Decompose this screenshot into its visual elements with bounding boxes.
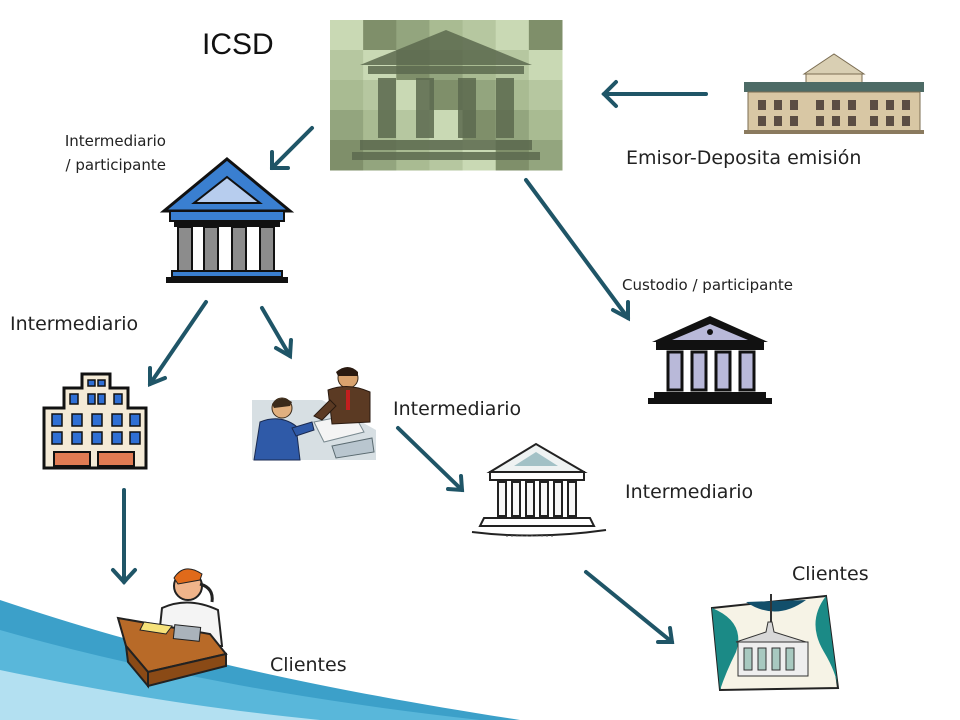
icsd-mosaic-bank-icon xyxy=(330,20,563,171)
intermediario-mid-label: Intermediario xyxy=(393,398,522,420)
mosaic-tile xyxy=(528,50,563,81)
emisor-label: Emisor-Deposita emisión xyxy=(626,147,862,169)
intermediario-right-label: Intermediario xyxy=(625,481,754,503)
mosaic-tile xyxy=(363,20,397,51)
mosaic-tile xyxy=(429,110,464,141)
phone-client-icon xyxy=(116,568,228,689)
mosaic-tile xyxy=(330,20,364,51)
mosaic-tile xyxy=(330,110,364,141)
custodio-bank-icon xyxy=(648,316,772,404)
arrow-icsd-to-custodio xyxy=(524,178,630,322)
corner-decoration xyxy=(0,600,520,720)
mosaic-tile xyxy=(330,80,364,111)
mosaic-tile xyxy=(330,50,364,81)
arrow-emisor-to-icsd xyxy=(601,80,708,108)
arrow-office-to-phone-client xyxy=(111,488,137,585)
arrow-icsd-to-intermediario xyxy=(270,126,314,170)
emisor-building-icon xyxy=(744,53,924,134)
clientes-bottom-label: Clientes xyxy=(270,654,347,676)
intermediario-participante-label-line1: Intermediario xyxy=(64,132,166,150)
sketch-bank-icon xyxy=(471,442,607,537)
arrow-sketch-bank-to-client xyxy=(584,570,675,644)
mosaic-tile xyxy=(429,80,464,111)
office-building-icon xyxy=(42,372,148,470)
mosaic-tile xyxy=(528,110,563,141)
meeting-people-icon xyxy=(252,360,376,461)
intermediario-participante-label-line2: / participante xyxy=(65,156,167,174)
custodio-label: Custodio / participante xyxy=(622,276,793,294)
intermediario-left-label: Intermediario xyxy=(10,313,139,335)
client-building-icon xyxy=(710,594,840,692)
arrow-bank-to-office xyxy=(148,300,208,387)
arrow-meeting-to-sketch-bank xyxy=(396,426,465,493)
blue-bank-icon xyxy=(159,157,295,283)
mosaic-tile xyxy=(528,20,563,51)
mosaic-tile xyxy=(495,20,530,51)
icsd-title: ICSD xyxy=(202,28,274,61)
clientes-right-label: Clientes xyxy=(792,563,869,585)
arrow-bank-to-meeting xyxy=(260,306,293,360)
mosaic-tile xyxy=(528,80,563,111)
